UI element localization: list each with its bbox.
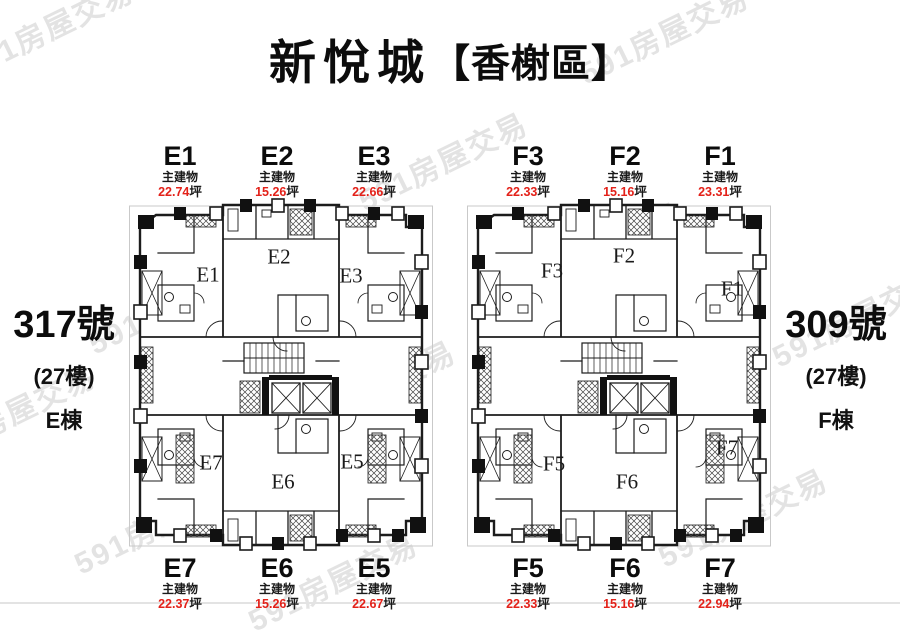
unit-label-f3: F3 主建物 22.33坪 bbox=[478, 142, 578, 200]
plan-room-label-f6: F6 bbox=[615, 469, 639, 494]
unit-area: 22.33坪 bbox=[506, 185, 550, 200]
unit-id: F1 bbox=[704, 141, 736, 171]
unit-label-f1: F1 主建物 23.31坪 bbox=[670, 142, 770, 200]
plan-room-label-e7: E7 bbox=[199, 450, 223, 475]
page-title: 新悅城【香榭區】 bbox=[0, 24, 900, 93]
right-building-address: 309號 (27樓) F棟 bbox=[772, 304, 900, 435]
unit-id: E2 bbox=[260, 141, 294, 171]
unit-label-f5: F5 主建物 22.33坪 bbox=[478, 554, 578, 612]
section-name: 【香榭區】 bbox=[430, 43, 631, 86]
unit-label-f6: F6 主建物 15.16坪 bbox=[575, 554, 675, 612]
unit-area: 22.67坪 bbox=[352, 597, 396, 612]
unit-id: E3 bbox=[357, 141, 391, 171]
unit-label-e2: E2 主建物 15.26坪 bbox=[227, 142, 327, 200]
left-floor: (27樓) bbox=[33, 363, 95, 389]
unit-area: 22.66坪 bbox=[352, 185, 396, 200]
unit-id: F5 bbox=[512, 553, 544, 583]
unit-id: E1 bbox=[163, 141, 197, 171]
unit-category: 主建物 bbox=[509, 170, 546, 185]
right-tower: F棟 bbox=[818, 407, 854, 433]
unit-area: 15.16坪 bbox=[603, 597, 647, 612]
unit-category: 主建物 bbox=[701, 582, 738, 597]
unit-label-f7: F7 主建物 22.94坪 bbox=[670, 554, 770, 612]
unit-category: 主建物 bbox=[509, 582, 546, 597]
unit-area: 15.16坪 bbox=[603, 185, 647, 200]
unit-label-e6: E6 主建物 15.26坪 bbox=[227, 554, 327, 612]
unit-id: F6 bbox=[609, 553, 641, 583]
unit-id: F3 bbox=[512, 141, 544, 171]
unit-category: 主建物 bbox=[355, 582, 392, 597]
unit-category: 主建物 bbox=[161, 582, 198, 597]
left-building-address: 317號 (27樓) E棟 bbox=[0, 304, 128, 435]
project-name: 新悅城 bbox=[268, 36, 431, 89]
unit-label-e7: E7 主建物 22.37坪 bbox=[130, 554, 230, 612]
unit-category: 主建物 bbox=[701, 170, 738, 185]
unit-category: 主建物 bbox=[355, 170, 392, 185]
unit-id: E5 bbox=[357, 553, 391, 583]
unit-category: 主建物 bbox=[606, 170, 643, 185]
unit-area: 22.37坪 bbox=[158, 597, 202, 612]
plan-room-label-e6: E6 bbox=[271, 469, 295, 494]
plan-room-label-f7: F7 bbox=[715, 435, 739, 460]
unit-label-e5: E5 主建物 22.67坪 bbox=[324, 554, 424, 612]
unit-area: 15.26坪 bbox=[255, 597, 299, 612]
plan-room-label-f2: F2 bbox=[612, 243, 636, 268]
plan-room-label-f3: F3 bbox=[540, 258, 564, 283]
bottom-divider bbox=[0, 602, 900, 604]
unit-id: F2 bbox=[609, 141, 641, 171]
plan-room-label-e3: E3 bbox=[339, 263, 363, 288]
right-address-number: 309號 bbox=[785, 304, 887, 346]
unit-category: 主建物 bbox=[606, 582, 643, 597]
unit-area: 23.31坪 bbox=[698, 185, 742, 200]
unit-area: 15.26坪 bbox=[255, 185, 299, 200]
unit-area: 22.94坪 bbox=[698, 597, 742, 612]
plan-room-label-f5: F5 bbox=[542, 451, 566, 476]
unit-id: E6 bbox=[260, 553, 294, 583]
unit-area: 22.74坪 bbox=[158, 185, 202, 200]
plan-room-label-e1: E1 bbox=[196, 262, 220, 287]
unit-id: E7 bbox=[163, 553, 197, 583]
plan-room-label-e2: E2 bbox=[267, 244, 291, 269]
unit-area: 22.33坪 bbox=[506, 597, 550, 612]
plan-room-label-f1: F1 bbox=[720, 276, 744, 301]
unit-id: F7 bbox=[704, 553, 736, 583]
unit-category: 主建物 bbox=[258, 582, 295, 597]
left-address-number: 317號 bbox=[13, 304, 115, 346]
unit-label-f2: F2 主建物 15.16坪 bbox=[575, 142, 675, 200]
unit-category: 主建物 bbox=[258, 170, 295, 185]
unit-category: 主建物 bbox=[161, 170, 198, 185]
unit-label-e1: E1 主建物 22.74坪 bbox=[130, 142, 230, 200]
plan-room-label-e5: E5 bbox=[340, 449, 364, 474]
unit-label-e3: E3 主建物 22.66坪 bbox=[324, 142, 424, 200]
right-floor: (27樓) bbox=[805, 363, 867, 389]
left-tower: E棟 bbox=[45, 407, 83, 433]
